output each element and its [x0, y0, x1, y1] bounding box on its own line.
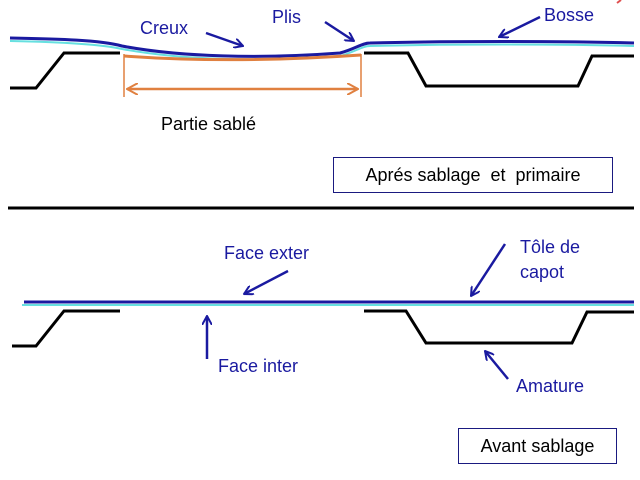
top-frame-left	[10, 51, 120, 90]
amature-arrow	[485, 351, 509, 380]
label-creux: Creux	[140, 18, 189, 38]
label-bosse: Bosse	[544, 5, 595, 25]
face-exter-arrow	[244, 269, 289, 294]
creux-arrow	[205, 31, 243, 46]
tole-arrow	[471, 243, 507, 296]
bottom-frame-left	[12, 309, 120, 348]
label-tole-de: Tôle de	[520, 237, 581, 257]
sanded-span-upper-curve	[123, 53, 362, 62]
label-capot: capot	[520, 262, 565, 282]
caption-apres-sablage: Aprés sablage et primaire	[333, 157, 613, 193]
label-partie-sablee: Partie sablé	[161, 114, 257, 134]
plis-arrow	[324, 20, 354, 41]
bottom-frame-right	[364, 309, 634, 345]
label-face-inter: Face inter	[218, 356, 299, 376]
bosse-arrow	[499, 15, 541, 37]
label-amature: Amature	[516, 376, 585, 396]
caption-avant-sablage: Avant sablage	[458, 428, 617, 464]
top-sheet-line	[9, 36, 635, 58]
corner-mark	[616, 0, 622, 4]
caption-apres-sablage-text: Aprés sablage et primaire	[365, 164, 581, 185]
label-plis: Plis	[272, 7, 302, 27]
label-face-exter: Face exter	[224, 243, 310, 263]
top-frame-right	[364, 51, 634, 88]
caption-avant-sablage-text: Avant sablage	[480, 435, 595, 456]
